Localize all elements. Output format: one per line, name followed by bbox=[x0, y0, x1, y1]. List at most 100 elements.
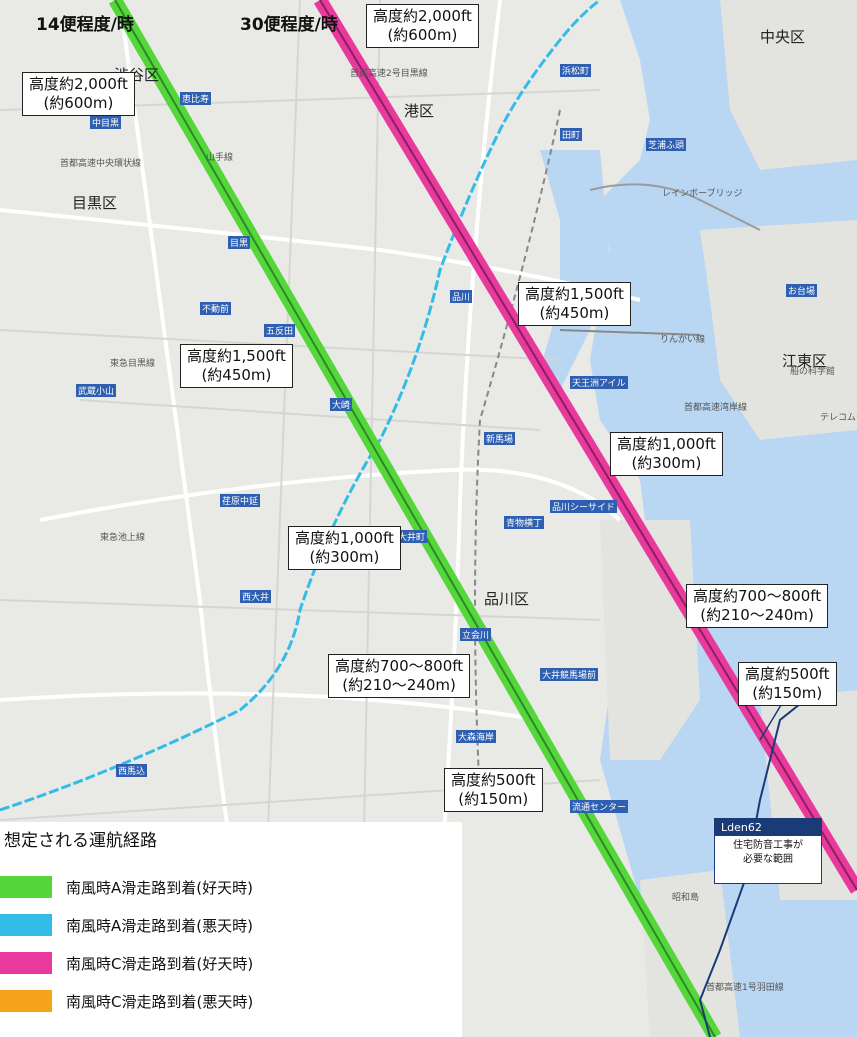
label-yamanote: 山手線 bbox=[206, 153, 234, 163]
route-a-bad-weather bbox=[0, 0, 601, 812]
station-nishi-oi: 西大井 bbox=[240, 590, 272, 603]
altitude-m: (約600m) bbox=[387, 26, 458, 44]
label-showajima: 昭和島 bbox=[672, 893, 700, 903]
label-tokyu-ikegami: 東急池上線 bbox=[100, 533, 146, 543]
station-oimachi: 大井町 bbox=[396, 530, 428, 543]
label-shuto-meguro: 首都高速2号目黒線 bbox=[350, 69, 428, 79]
station-tamachi: 田町 bbox=[560, 128, 583, 141]
ward-koto: 江東区 bbox=[782, 352, 828, 370]
label-telecom: テレコムセ bbox=[820, 413, 857, 423]
legend-label: 南風時C滑走路到着(好天時) bbox=[66, 954, 254, 973]
route-a-center bbox=[114, 0, 716, 1037]
label-kagaku-miraikan: 船の科学館 bbox=[790, 367, 836, 377]
altitude-label-c-500: 高度約500ft (約150m) bbox=[738, 662, 837, 706]
island-showajima bbox=[640, 870, 740, 1037]
rainbow-bridge bbox=[589, 183, 761, 231]
lden-description: 住宅防音工事が 必要な範囲 bbox=[715, 836, 821, 867]
legend-title: 想定される運航経路 bbox=[4, 831, 157, 851]
altitude-m: (約450m) bbox=[539, 304, 610, 322]
label-shuto-central: 首都高速中央環状線 bbox=[60, 159, 142, 169]
legend-panel: 想定される運航経路 南風時A滑走路到着(好天時) 南風時A滑走路到着(悪天時) … bbox=[0, 822, 462, 1037]
ward-meguro: 目黒区 bbox=[72, 194, 118, 212]
altitude-ft: 高度約2,000ft bbox=[373, 7, 472, 25]
legend-item-a-bad: 南風時A滑走路到着(悪天時) bbox=[0, 910, 253, 940]
station-nishi-magome: 西馬込 bbox=[116, 764, 148, 777]
rail-line bbox=[474, 109, 561, 801]
station-shinbamba: 新馬場 bbox=[484, 432, 516, 445]
legend-item-a-good: 南風時A滑走路到着(好天時) bbox=[0, 872, 253, 902]
altitude-label-a-700: 高度約700～800ft (約210～240m) bbox=[328, 654, 471, 698]
station-omori-kaigan: 大森海岸 bbox=[456, 730, 497, 743]
station-oi-keibajo: 大井競馬場前 bbox=[540, 668, 599, 681]
station-shinagawa: 品川 bbox=[450, 290, 473, 303]
label-rinkai-line: りんかい線 bbox=[660, 335, 706, 345]
island-odaiba bbox=[700, 220, 857, 440]
station-shinagawa-seaside: 品川シーサイド bbox=[550, 500, 617, 513]
station-tennozu-isle: 天王洲アイル bbox=[570, 376, 628, 389]
label-shuto-1: 首都高速1号羽田線 bbox=[706, 983, 784, 993]
altitude-m: (約150m) bbox=[752, 684, 823, 702]
altitude-m: (約210～240m) bbox=[342, 676, 456, 694]
legend-swatch-pink bbox=[0, 952, 52, 974]
legend-swatch-orange bbox=[0, 990, 52, 1012]
lden-line-2: 必要な範囲 bbox=[743, 854, 793, 865]
station-shibaura-futo: 芝浦ふ頭 bbox=[646, 138, 687, 151]
altitude-ft: 高度約500ft bbox=[451, 771, 536, 789]
altitude-label-a-2000: 高度約2,000ft (約600m) bbox=[22, 72, 135, 116]
canal-water bbox=[540, 150, 610, 390]
altitude-label-c-700: 高度約700～800ft (約210～240m) bbox=[686, 584, 829, 628]
altitude-ft: 高度約2,000ft bbox=[29, 75, 128, 93]
station-hamamatsucho: 浜松町 bbox=[560, 64, 592, 77]
altitude-m: (約210～240m) bbox=[700, 606, 814, 624]
altitude-m: (約300m) bbox=[309, 548, 380, 566]
legend-item-c-bad: 南風時C滑走路到着(悪天時) bbox=[0, 986, 253, 1016]
altitude-label-a-1500: 高度約1,500ft (約450m) bbox=[180, 344, 293, 388]
altitude-ft: 高度約700～800ft bbox=[693, 587, 822, 605]
legend-swatch-green bbox=[0, 876, 52, 898]
altitude-ft: 高度約500ft bbox=[745, 665, 830, 683]
altitude-m: (約600m) bbox=[43, 94, 114, 112]
altitude-label-c-1000: 高度約1,000ft (約300m) bbox=[610, 432, 723, 476]
altitude-ft: 高度約1,500ft bbox=[187, 347, 286, 365]
station-tachiaigawa: 立会川 bbox=[460, 628, 492, 641]
station-musashi-koyama: 武蔵小山 bbox=[76, 384, 117, 397]
altitude-ft: 高度約1,500ft bbox=[525, 285, 624, 303]
altitude-ft: 高度約700～800ft bbox=[335, 657, 464, 675]
altitude-label-a-500: 高度約500ft (約150m) bbox=[444, 768, 543, 812]
station-ryutsu-center: 流通センター bbox=[570, 800, 629, 813]
lden-callout: Lden62 住宅防音工事が 必要な範囲 bbox=[714, 818, 822, 884]
station-osaki: 大崎 bbox=[330, 398, 353, 411]
route-c-frequency-label: 30便程度/時 bbox=[240, 15, 338, 35]
station-ebisu: 恵比寿 bbox=[180, 92, 212, 105]
label-rainbow-bridge: レインボーブリッジ bbox=[662, 189, 743, 199]
legend-label: 南風時A滑走路到着(好天時) bbox=[66, 878, 253, 897]
legend-label: 南風時C滑走路到着(悪天時) bbox=[66, 992, 254, 1011]
lden-title: Lden62 bbox=[715, 819, 821, 836]
legend-swatch-blue bbox=[0, 914, 52, 936]
route-a-frequency-label: 14便程度/時 bbox=[36, 15, 134, 35]
altitude-m: (約450m) bbox=[201, 366, 272, 384]
ward-shinagawa: 品川区 bbox=[484, 590, 530, 608]
ward-chuo: 中央区 bbox=[760, 28, 806, 46]
station-naka-meguro: 中目黒 bbox=[90, 116, 122, 129]
station-odaiba: お台場 bbox=[786, 284, 818, 297]
altitude-label-c-2000: 高度約2,000ft (約600m) bbox=[366, 4, 479, 48]
label-shuto-bay: 首都高速湾岸線 bbox=[684, 403, 748, 413]
altitude-label-c-1500: 高度約1,500ft (約450m) bbox=[518, 282, 631, 326]
legend-label: 南風時A滑走路到着(悪天時) bbox=[66, 916, 253, 935]
island-chuo bbox=[720, 0, 857, 170]
station-gotanda: 五反田 bbox=[264, 324, 296, 337]
legend-item-c-good: 南風時C滑走路到着(好天時) bbox=[0, 948, 253, 978]
rinkai-line bbox=[559, 329, 701, 336]
station-fudomae: 不動前 bbox=[200, 302, 232, 315]
altitude-m: (約300m) bbox=[631, 454, 702, 472]
ward-minato: 港区 bbox=[404, 102, 435, 120]
altitude-m: (約150m) bbox=[458, 790, 529, 808]
station-meguro: 目黒 bbox=[228, 236, 251, 249]
altitude-ft: 高度約1,000ft bbox=[295, 529, 394, 547]
station-ebara-nakanobu: 荏原中延 bbox=[220, 494, 261, 507]
label-tokyu-meguro: 東急目黒線 bbox=[110, 359, 156, 369]
altitude-label-a-1000: 高度約1,000ft (約300m) bbox=[288, 526, 401, 570]
station-aomono-yokocho: 青物横丁 bbox=[504, 516, 545, 529]
altitude-ft: 高度約1,000ft bbox=[617, 435, 716, 453]
